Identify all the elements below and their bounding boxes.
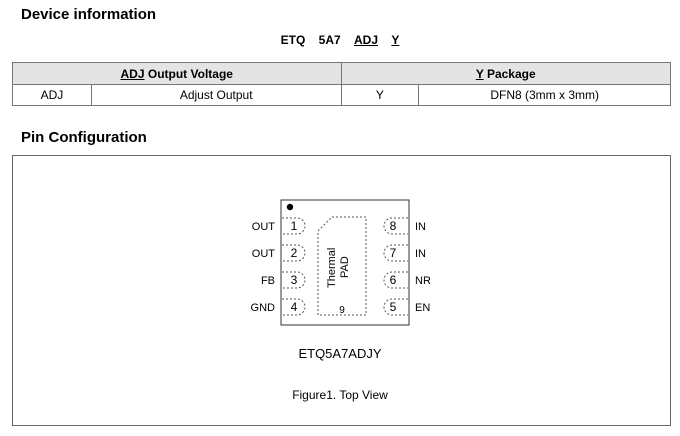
- pin-name: IN: [415, 248, 426, 260]
- thermal-pad-label-2: PAD: [339, 256, 351, 278]
- thermal-pad-number: 9: [339, 305, 345, 316]
- order-code-voltage: ADJ: [354, 33, 379, 47]
- pin-pad: [282, 217, 306, 235]
- pin-number: 1: [291, 219, 298, 233]
- pin-number: 3: [291, 273, 298, 287]
- table-cell: DFN8 (3mm x 3mm): [418, 84, 671, 106]
- table-cell: Adjust Output: [90, 84, 342, 106]
- pin-pad: [383, 244, 408, 262]
- thermal-pad-label-1: Thermal: [326, 248, 338, 288]
- pin-number: 8: [390, 219, 397, 233]
- pin-name: FB: [261, 275, 275, 287]
- header-code: ADJ: [120, 66, 145, 81]
- pin-pad: [282, 298, 306, 316]
- figure-caption: Figure1. Top View: [292, 388, 388, 402]
- pin-name: IN: [415, 221, 426, 233]
- order-code-prefix: ETQ: [280, 33, 306, 47]
- pin-pad: [383, 298, 408, 316]
- order-code: ETQ 5A7 ADJ Y: [0, 33, 680, 47]
- header-code: Y: [475, 66, 484, 81]
- thermal-pad: [317, 216, 367, 316]
- pin-pad: [383, 217, 408, 235]
- pin-config-heading: Pin Configuration: [21, 129, 147, 146]
- header-label: Package: [483, 66, 536, 81]
- table-row: ADJ Adjust Output Y DFN8 (3mm x 3mm): [12, 84, 671, 106]
- pin-config-frame: [12, 155, 671, 426]
- header-label: Output Voltage: [144, 66, 233, 81]
- pin-name: OUT: [252, 248, 276, 260]
- pin-pad: [282, 271, 306, 289]
- order-code-package: Y: [391, 33, 400, 47]
- pin-name: GND: [251, 302, 276, 314]
- pin1-marker-dot: [286, 203, 294, 211]
- pin-name: EN: [415, 302, 430, 314]
- pin-pad: [282, 244, 306, 262]
- pin-number: 2: [291, 246, 298, 260]
- device-info-table: ADJ Output Voltage Y Package ADJ Adjust …: [12, 62, 671, 106]
- table-cell: ADJ: [12, 84, 92, 106]
- order-code-current: 5A7: [318, 33, 341, 47]
- part-name: ETQ5A7ADJY: [298, 346, 382, 361]
- pin-pad: [383, 271, 408, 289]
- pin-number: 5: [390, 300, 397, 314]
- device-info-heading: Device information: [21, 6, 157, 23]
- pin-number: 6: [390, 273, 397, 287]
- pin-name: NR: [415, 275, 431, 287]
- pin-number: 4: [291, 300, 298, 314]
- package-body: [280, 199, 410, 326]
- header-output-voltage: ADJ Output Voltage: [12, 62, 342, 85]
- pin-name: OUT: [252, 221, 276, 233]
- pin-number: 7: [390, 246, 397, 260]
